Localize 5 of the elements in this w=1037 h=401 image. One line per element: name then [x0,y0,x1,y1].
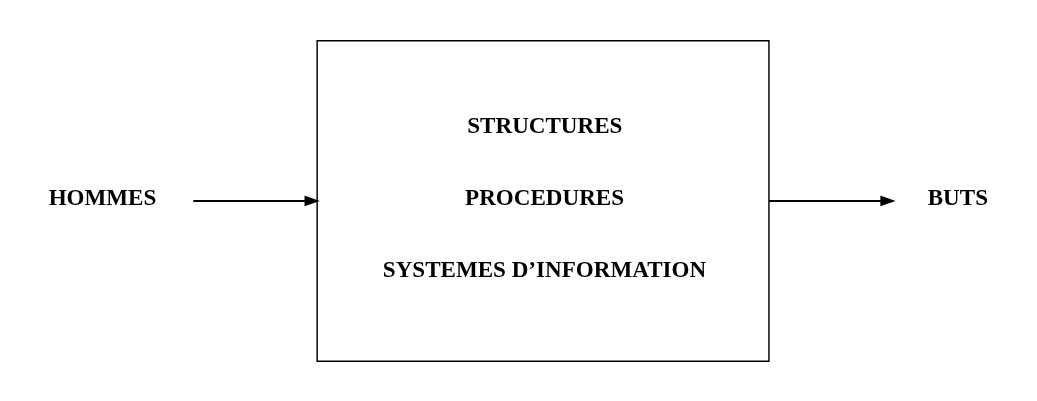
arrow [192,195,320,206]
node-box: STRUCTURES PROCEDURES SYSTEMES D’INFORMATION [316,39,770,362]
node-text: HOMMES [48,183,157,210]
arrow [768,195,896,206]
node-text: BUTS [927,183,989,210]
